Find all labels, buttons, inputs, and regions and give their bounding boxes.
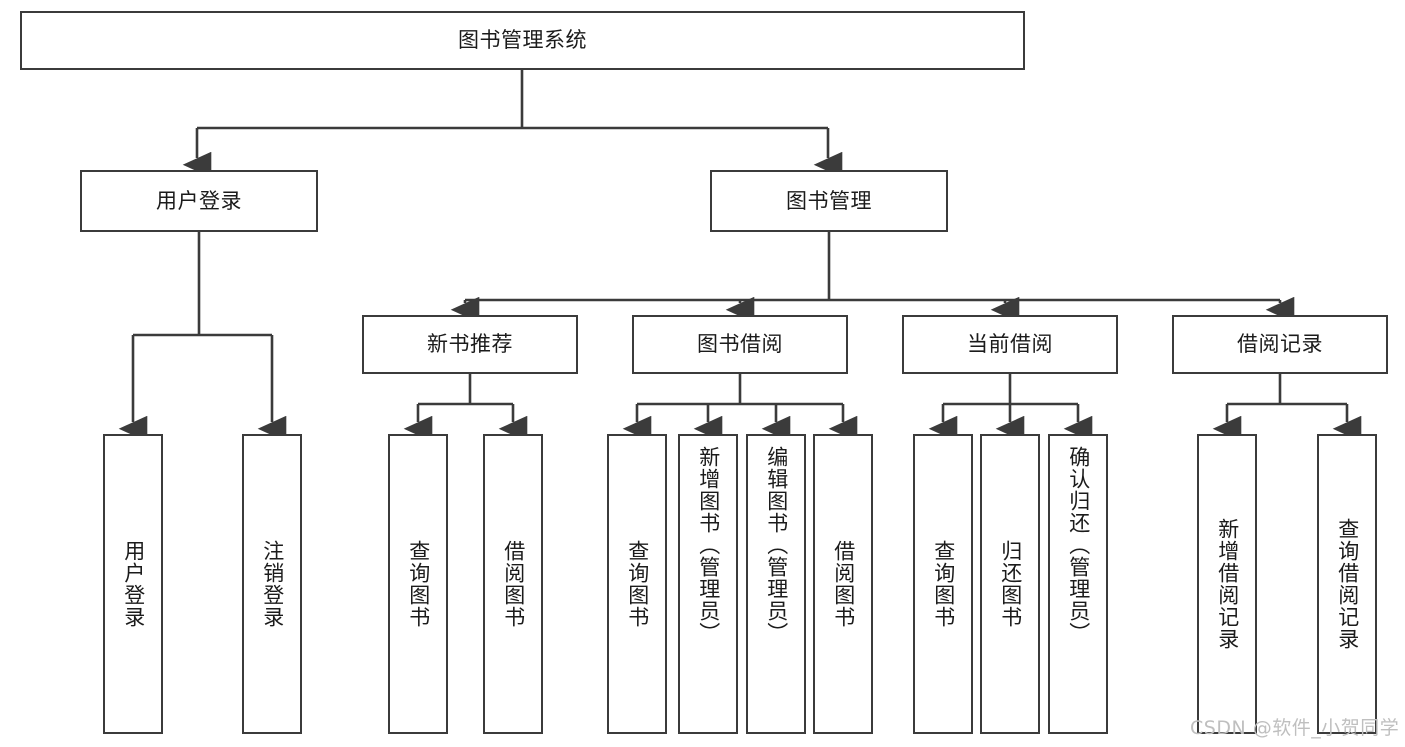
node-leaf-add-book-admin[interactable]: 新增图书（管理员） — [678, 434, 738, 734]
node-leaf-borrow-book-label: 借阅图书 — [831, 540, 856, 628]
node-leaf-confirm-return-admin[interactable]: 确认归还（管理员） — [1048, 434, 1108, 734]
node-book-borrow[interactable]: 图书借阅 — [632, 315, 848, 374]
node-borrow-record[interactable]: 借阅记录 — [1172, 315, 1388, 374]
node-leaf-edit-book-admin[interactable]: 编辑图书（管理员） — [746, 434, 806, 734]
node-leaf-borrow-book-rec[interactable]: 借阅图书 — [483, 434, 543, 734]
node-leaf-confirm-return-admin-label: 确认归还（管理员） — [1066, 446, 1091, 644]
node-leaf-add-borrow-record[interactable]: 新增借阅记录 — [1197, 434, 1257, 734]
node-user-login-label: 用户登录 — [156, 188, 242, 213]
node-leaf-query-book-borrow-label: 查询图书 — [625, 540, 650, 628]
node-user-login[interactable]: 用户登录 — [80, 170, 318, 232]
node-leaf-borrow-book[interactable]: 借阅图书 — [813, 434, 873, 734]
node-leaf-add-book-admin-label: 新增图书（管理员） — [696, 446, 721, 644]
node-leaf-user-logout-label: 注销登录 — [260, 540, 285, 628]
node-leaf-query-book-rec[interactable]: 查询图书 — [388, 434, 448, 734]
node-borrow-record-label: 借阅记录 — [1237, 332, 1323, 357]
node-current-borrow-label: 当前借阅 — [967, 332, 1053, 357]
node-leaf-user-logout[interactable]: 注销登录 — [242, 434, 302, 734]
node-leaf-user-login[interactable]: 用户登录 — [103, 434, 163, 734]
node-current-borrow[interactable]: 当前借阅 — [902, 315, 1118, 374]
node-book-management[interactable]: 图书管理 — [710, 170, 948, 232]
node-leaf-query-borrow-record-label: 查询借阅记录 — [1335, 518, 1360, 650]
node-leaf-query-book-borrow[interactable]: 查询图书 — [607, 434, 667, 734]
node-new-book-recommend-label: 新书推荐 — [427, 332, 513, 357]
node-root-label: 图书管理系统 — [458, 28, 587, 53]
node-leaf-borrow-book-rec-label: 借阅图书 — [501, 540, 526, 628]
node-leaf-query-book-cur[interactable]: 查询图书 — [913, 434, 973, 734]
node-root[interactable]: 图书管理系统 — [20, 11, 1025, 70]
node-leaf-return-book-label: 归还图书 — [998, 540, 1023, 628]
node-new-book-recommend[interactable]: 新书推荐 — [362, 315, 578, 374]
node-leaf-return-book[interactable]: 归还图书 — [980, 434, 1040, 734]
node-book-borrow-label: 图书借阅 — [697, 332, 783, 357]
node-leaf-add-borrow-record-label: 新增借阅记录 — [1215, 518, 1240, 650]
node-leaf-query-book-cur-label: 查询图书 — [931, 540, 956, 628]
node-leaf-edit-book-admin-label: 编辑图书（管理员） — [764, 446, 789, 644]
node-book-management-label: 图书管理 — [786, 188, 872, 213]
node-leaf-query-borrow-record[interactable]: 查询借阅记录 — [1317, 434, 1377, 734]
watermark: CSDN @软件_小贺同学 — [1190, 717, 1400, 739]
node-leaf-query-book-rec-label: 查询图书 — [406, 540, 431, 628]
node-leaf-user-login-label: 用户登录 — [121, 540, 146, 628]
